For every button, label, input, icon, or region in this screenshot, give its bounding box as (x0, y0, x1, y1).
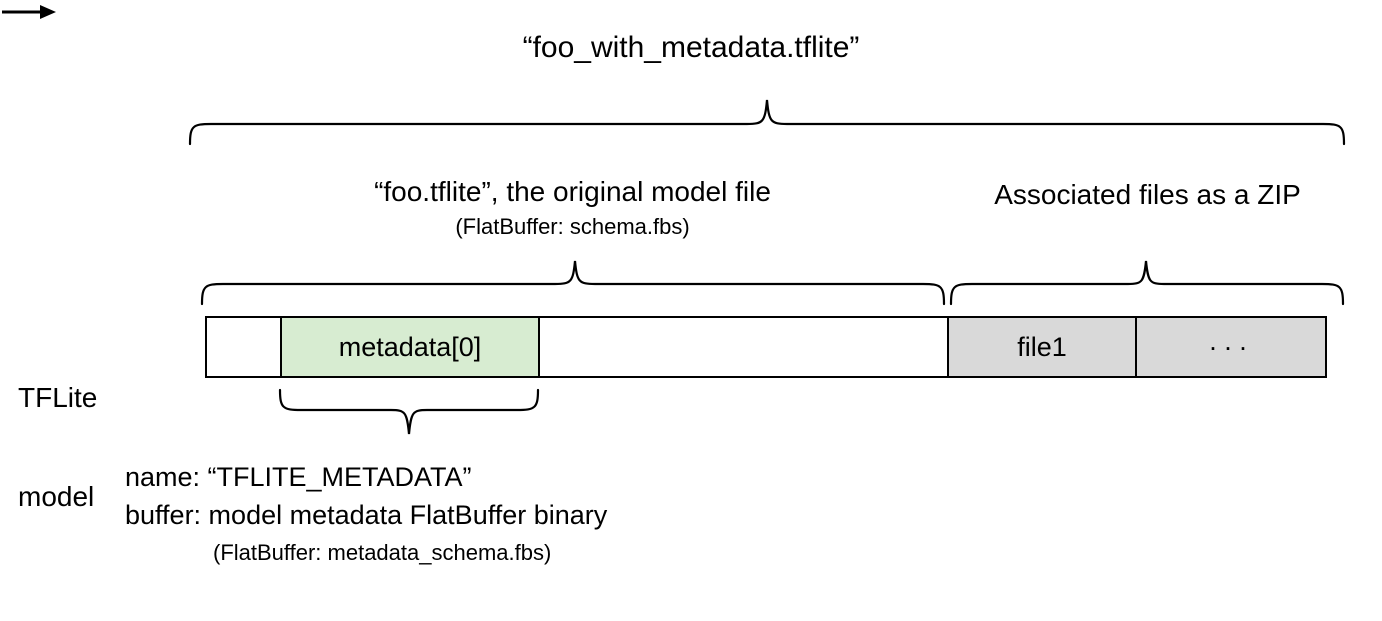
left-model-label-line1: TFLite (18, 382, 98, 414)
tflite-model-bar: metadata[0] file1 ··· (205, 316, 1327, 378)
brace-metadata-down-icon (278, 388, 540, 435)
caption-original-model: “foo.tflite”, the original model file (374, 176, 771, 207)
top-file-label: “foo_with_metadata.tflite” (522, 31, 860, 64)
brace-model-icon (200, 260, 946, 306)
right-arrow-icon (2, 5, 56, 19)
bar-segment-more-files: ··· (1137, 318, 1325, 376)
bar-segment-metadata-0: metadata[0] (280, 318, 540, 376)
metadata-name-line: name: “TFLITE_METADATA” (125, 462, 472, 492)
metadata-schema-line: (FlatBuffer: metadata_schema.fbs) (213, 540, 552, 565)
brace-top-icon (188, 99, 1346, 146)
bar-segment-file1: file1 (947, 318, 1137, 376)
left-model-label: TFLite model (18, 315, 158, 579)
left-model-label-line2: model (18, 481, 95, 513)
brace-zip-icon (949, 260, 1345, 306)
metadata-buffer-line: buffer: model metadata FlatBuffer binary (125, 500, 608, 530)
bar-segment-model-remainder (540, 318, 947, 376)
bar-segment-leading-pad (207, 318, 280, 376)
caption-original-model-sub: (FlatBuffer: schema.fbs) (455, 214, 690, 239)
caption-associated-files: Associated files as a ZIP (994, 179, 1301, 210)
